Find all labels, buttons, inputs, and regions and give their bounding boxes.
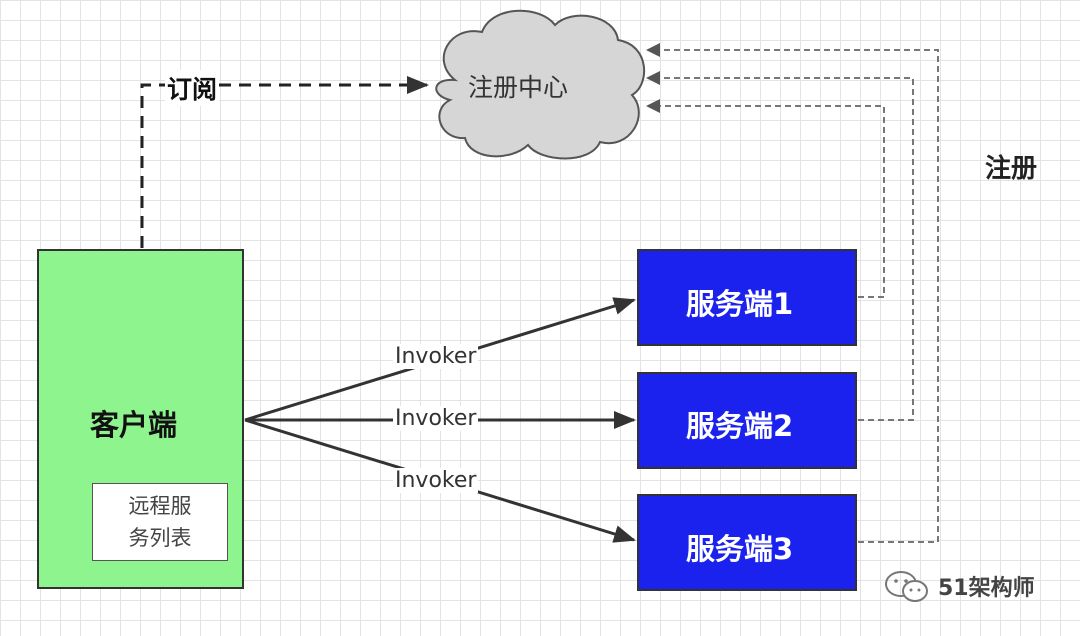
invoker-label-3: Invoker [393, 468, 479, 493]
register-arrow-1 [646, 99, 885, 298]
subscribe-label: 订阅 [165, 70, 220, 106]
server-box-3 [637, 494, 857, 591]
invoker-label-1: Invoker [393, 344, 479, 369]
server-label-3: 服务端3 [686, 532, 794, 566]
register-label: 注册 [985, 154, 1038, 184]
server-box-1 [637, 249, 857, 346]
registry-cloud [435, 9, 646, 160]
subscribe-arrow [140, 76, 429, 248]
client-label: 客户端 [90, 408, 178, 442]
registry-label: 注册中心 [468, 73, 569, 102]
register-arrow-2 [646, 71, 914, 421]
server-box-2 [637, 372, 857, 469]
remote-service-list-line2: 务列表 [128, 526, 192, 550]
server-label-1: 服务端1 [686, 287, 794, 321]
watermark-text: 51架构师 [938, 576, 1035, 601]
remote-service-list-box: 远程服 务列表 [92, 483, 228, 561]
invoker-label-2: Invoker [393, 406, 479, 431]
register-arrow-3 [646, 43, 939, 543]
wechat-icon [885, 571, 928, 602]
server-label-2: 服务端2 [686, 409, 794, 443]
remote-service-list-line1: 远程服 [128, 494, 192, 518]
